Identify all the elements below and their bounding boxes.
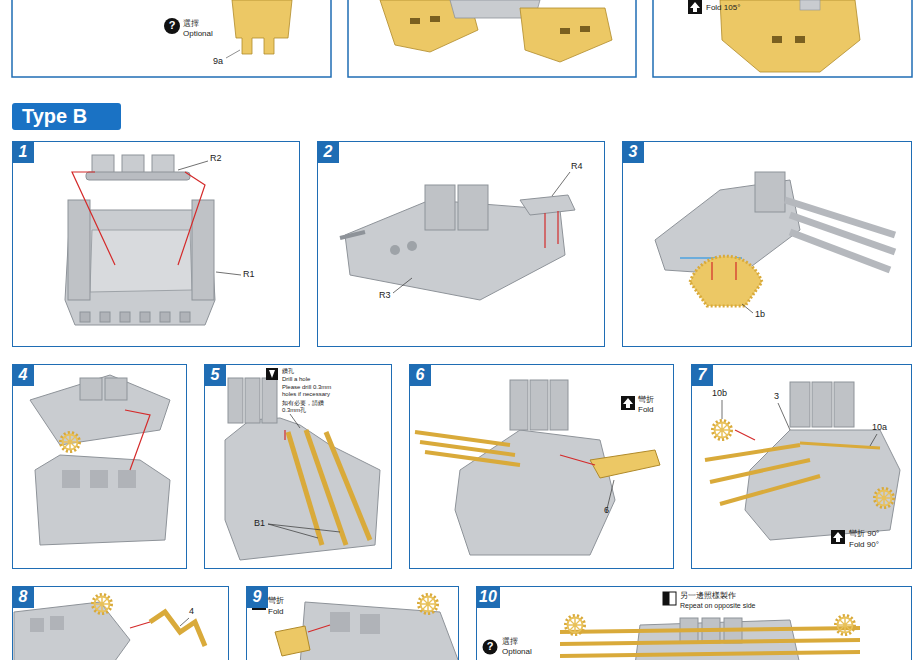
note-text: 彎折 <box>268 596 284 605</box>
banner-text: Type B <box>22 105 87 127</box>
note-text: 彎折 90° <box>849 529 879 538</box>
part-label: R1 <box>243 269 255 279</box>
step-number: 5 <box>204 364 226 386</box>
note-text: 鑽孔 <box>282 368 294 375</box>
step-number: 4 <box>12 364 34 386</box>
note-text: Fold <box>268 607 284 616</box>
step-number: 2 <box>317 141 339 163</box>
note-text: 彎折 <box>638 395 654 404</box>
step-number: 3 <box>622 141 644 163</box>
part-label: 3 <box>774 391 779 401</box>
step-number: 6 <box>409 364 431 386</box>
note-text: Optional <box>502 647 532 656</box>
help-icon-text: ? <box>167 19 177 32</box>
step-number: 8 <box>12 586 34 608</box>
part-label: 10a <box>872 422 887 432</box>
part-label: 6 <box>604 505 609 515</box>
step-number: 7 <box>691 364 713 386</box>
type-banner: Type B <box>12 103 121 130</box>
part-label: R4 <box>571 161 583 171</box>
part-label: R3 <box>379 290 391 300</box>
part-label: 9a <box>213 56 223 66</box>
part-label: 4 <box>189 606 194 616</box>
step-number: 9 <box>246 586 268 608</box>
note-text: Fold 90° <box>849 540 879 549</box>
note-text: Optional <box>183 29 213 38</box>
step-number: 1 <box>12 141 34 163</box>
note-text: Fold 105° <box>706 3 740 12</box>
note-text: Drill a hole <box>282 376 310 383</box>
note-text: 選擇 <box>502 637 518 646</box>
step-number: 10 <box>476 586 500 608</box>
part-label: R2 <box>210 153 222 163</box>
note-text: Fold <box>638 405 654 414</box>
part-label: 1b <box>755 309 765 319</box>
note-text: 選擇 <box>183 19 199 28</box>
note-text: Repeat on opposite side <box>680 602 756 610</box>
step-panel: 3 <box>622 141 912 347</box>
note-text: Please drill 0.3mm holes if necessary <box>282 384 346 398</box>
step-panel: 1 <box>12 141 300 347</box>
note-text: 另一邊照樣製作 <box>680 591 736 600</box>
step-panel: 4 <box>12 364 187 569</box>
help-icon-text: ? <box>485 640 495 653</box>
note-text: 如有必要，請鑽0.3mm孔 <box>282 400 334 414</box>
step-panel: 6 <box>409 364 674 569</box>
step-panel: 2 <box>317 141 605 347</box>
part-label: B1 <box>254 518 265 528</box>
step-panel: 8 <box>12 586 229 660</box>
part-label: 10b <box>712 388 727 398</box>
